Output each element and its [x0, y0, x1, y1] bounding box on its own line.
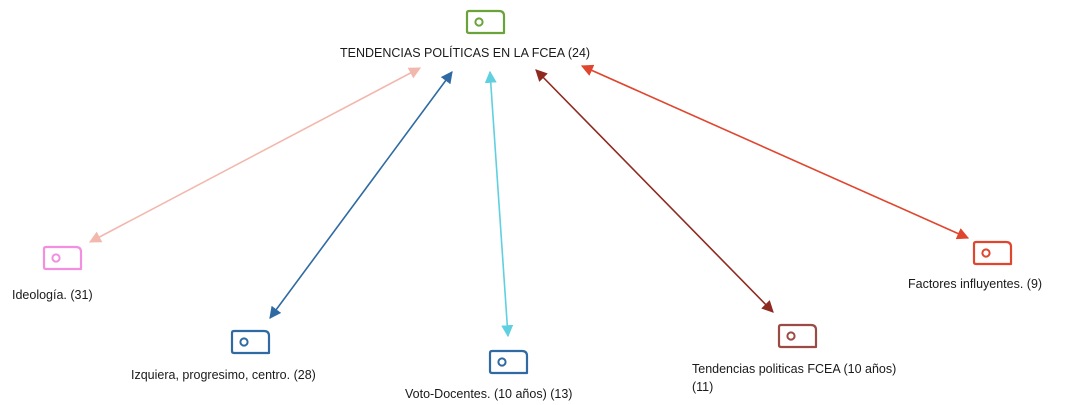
node-factores-code-tag-icon[interactable]: [972, 240, 1013, 266]
node-label-izquierda: Izquiera, progresimo, centro. (28): [131, 368, 316, 382]
center-node-code-tag-icon[interactable]: [465, 9, 506, 35]
node-label-voto: Voto-Docentes. (10 años) (13): [405, 387, 573, 401]
node-ideologia-code-tag-icon[interactable]: [42, 245, 83, 271]
edge-izquierda[interactable]: [269, 71, 453, 319]
node-tendencias-code-tag-icon[interactable]: [777, 323, 818, 349]
edge-factores[interactable]: [580, 64, 970, 240]
center-node-label: TENDENCIAS POLÍTICAS EN LA FCEA (24): [340, 46, 591, 60]
node-voto-code-tag-icon[interactable]: [488, 349, 529, 375]
edge-ideologia[interactable]: [88, 67, 422, 243]
node-label-tendencias: Tendencias politicas FCEA (10 años) (11): [692, 362, 897, 394]
edge-tendencias[interactable]: [535, 69, 774, 313]
node-label-factores: Factores influyentes. (9): [908, 277, 1043, 291]
node-izquierda-code-tag-icon[interactable]: [230, 329, 271, 355]
edge-voto[interactable]: [484, 70, 514, 338]
node-label-ideologia: Ideología. (31): [12, 288, 93, 302]
